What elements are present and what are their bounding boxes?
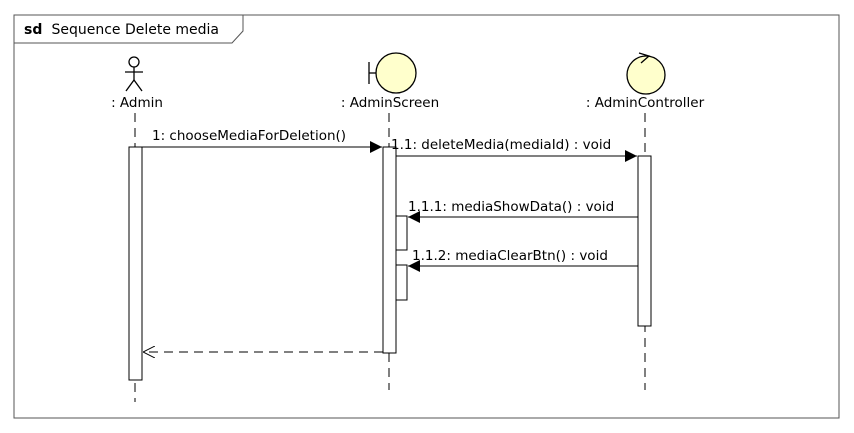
message-label-2: 1.1: deleteMedia(mediaId) : void — [391, 137, 611, 153]
activation-adminscreen — [382, 146, 397, 354]
boundary-icon — [368, 52, 417, 94]
activation-admincontroller — [637, 155, 652, 327]
activation-adminscreen-nested-1 — [395, 215, 408, 251]
frame-title: sd Sequence Delete media — [24, 19, 219, 38]
message-label-4: 1.1.2: mediaClearBtn() : void — [412, 248, 608, 264]
activation-adminscreen-nested-2 — [395, 264, 408, 301]
frame-keyword: sd — [24, 22, 42, 38]
lifeline-label-admin: : Admin — [111, 95, 163, 111]
activation-admin — [128, 146, 143, 381]
message-label-1: 1: chooseMediaForDeletion() — [152, 128, 346, 144]
control-icon — [626, 52, 666, 95]
frame-border — [13, 14, 840, 419]
lifeline-label-admincontroller: : AdminController — [586, 95, 705, 111]
message-label-3: 1.1.1: mediaShowData() : void — [408, 199, 614, 215]
actor-icon — [125, 56, 143, 92]
frame-name: Sequence Delete media — [51, 22, 219, 38]
frame-tab — [14, 14, 244, 44]
activation-bars — [128, 146, 652, 381]
lifeline-label-adminscreen: : AdminScreen — [341, 95, 439, 111]
